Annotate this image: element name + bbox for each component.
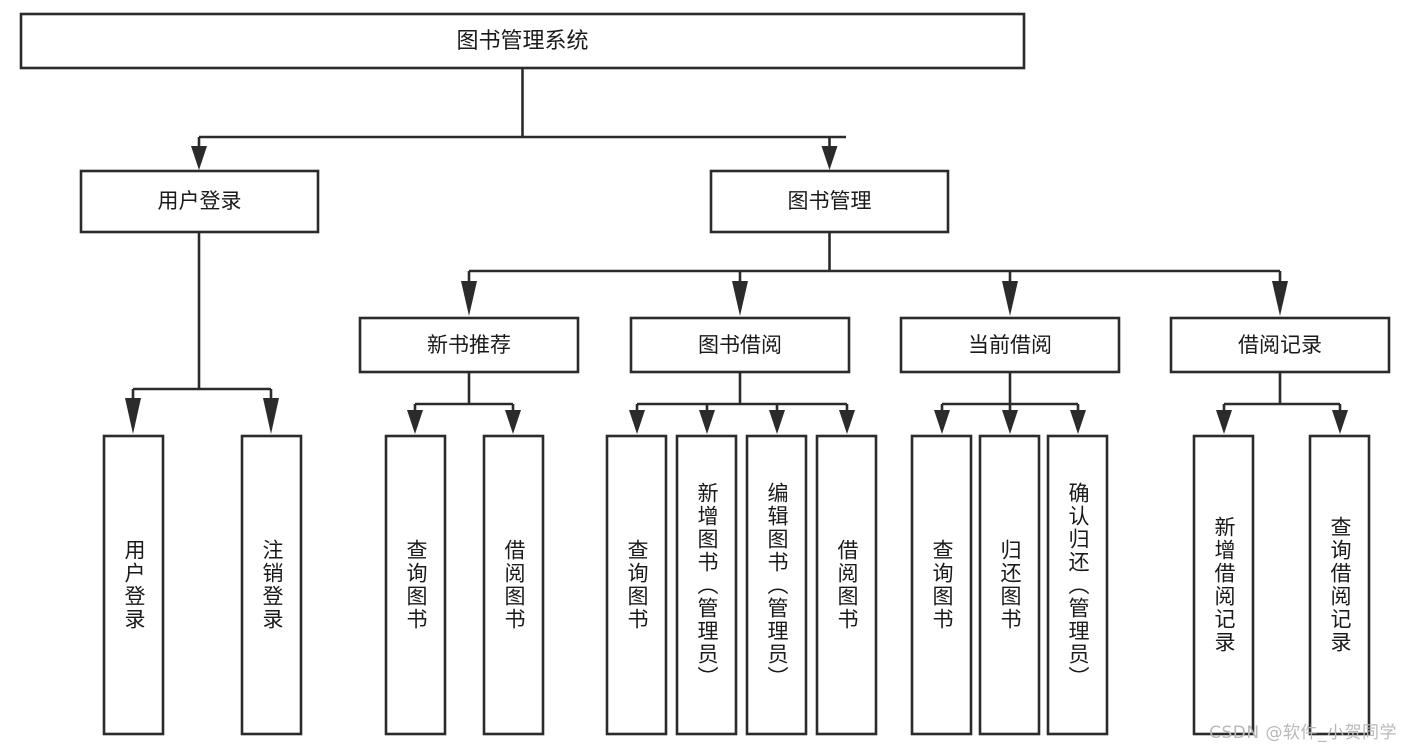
book-borrow-box[interactable] xyxy=(629,316,851,374)
leaf-box-query-record[interactable] xyxy=(1308,434,1371,736)
leaf-box-add-book[interactable] xyxy=(675,434,738,736)
arrowhead-leaf-borrow-book-1 xyxy=(505,410,521,434)
leaf-box-borrow-book-1[interactable] xyxy=(482,434,545,736)
arrowhead-leaf-query-book-1 xyxy=(407,410,423,434)
leaf-box-edit-book[interactable] xyxy=(745,434,808,736)
arrowhead-leaf-edit-book xyxy=(769,410,785,434)
node-current-borrow[interactable]: 当前借阅 xyxy=(899,316,1121,374)
node-book-manage[interactable]: 图书管理 xyxy=(709,169,950,234)
connector-layer xyxy=(125,68,1348,434)
root-box[interactable] xyxy=(19,12,1026,70)
leaf-box-query-book-3[interactable] xyxy=(910,434,973,736)
new-book-rec-box[interactable] xyxy=(358,316,580,374)
arrowhead-book-manage xyxy=(821,146,838,170)
leaf-box-query-book-1[interactable] xyxy=(384,434,447,736)
arrowhead-leaf-add-book xyxy=(699,410,715,434)
node-borrow-record[interactable]: 借阅记录 xyxy=(1169,316,1391,374)
leaf-box-user-login[interactable] xyxy=(102,434,165,736)
arrowhead-leaf-return-book xyxy=(1002,410,1018,434)
current-borrow-box[interactable] xyxy=(899,316,1121,374)
leaf-box-add-record[interactable] xyxy=(1192,434,1255,736)
node-root-book-management-system[interactable]: 图书管理系统 xyxy=(19,12,1026,70)
arrowhead-leaf-user-login xyxy=(125,398,141,434)
user-login-box[interactable] xyxy=(79,169,320,234)
arrowhead-user-login xyxy=(191,146,207,170)
arrowhead-borrow-record xyxy=(1272,281,1288,316)
book-manage-label: 图书管理 xyxy=(788,189,872,213)
current-borrow-label: 当前借阅 xyxy=(968,333,1052,357)
leaf-box-borrow-book-2[interactable] xyxy=(815,434,878,736)
node-user-login[interactable]: 用户登录 xyxy=(79,169,320,234)
leaf-box-confirm-return[interactable] xyxy=(1046,434,1109,736)
leaf-box-return-book[interactable] xyxy=(978,434,1041,736)
arrowhead-book-borrow xyxy=(732,281,748,316)
borrow-record-label: 借阅记录 xyxy=(1238,333,1322,357)
leaf-box-logout-login[interactable] xyxy=(240,434,303,736)
book-borrow-label: 图书借阅 xyxy=(698,333,782,357)
leaf-box-layer xyxy=(102,434,1371,736)
leaf-box-query-book-2[interactable] xyxy=(605,434,668,736)
root-label: 图书管理系统 xyxy=(456,29,588,54)
arrowhead-leaf-query-book-2 xyxy=(629,410,645,434)
node-new-book-rec[interactable]: 新书推荐 xyxy=(358,316,580,374)
arrowhead-leaf-query-book-3 xyxy=(934,410,950,434)
arrowhead-new-book-rec xyxy=(461,281,477,316)
arrowhead-leaf-confirm-return xyxy=(1070,410,1086,434)
borrow-record-box[interactable] xyxy=(1169,316,1391,374)
arrowhead-leaf-add-record xyxy=(1216,410,1232,434)
user-login-label: 用户登录 xyxy=(158,189,242,213)
arrowhead-leaf-borrow-book-2 xyxy=(839,410,855,434)
arrowhead-current-borrow xyxy=(1002,281,1018,316)
watermark-text: CSDN @软件_小贺同学 xyxy=(1209,723,1397,743)
arrowhead-leaf-logout-login xyxy=(263,398,279,434)
node-book-borrow[interactable]: 图书借阅 xyxy=(629,316,851,374)
new-book-rec-label: 新书推荐 xyxy=(427,333,511,357)
arrowhead-leaf-query-record xyxy=(1332,410,1348,434)
book-manage-box[interactable] xyxy=(709,169,950,234)
